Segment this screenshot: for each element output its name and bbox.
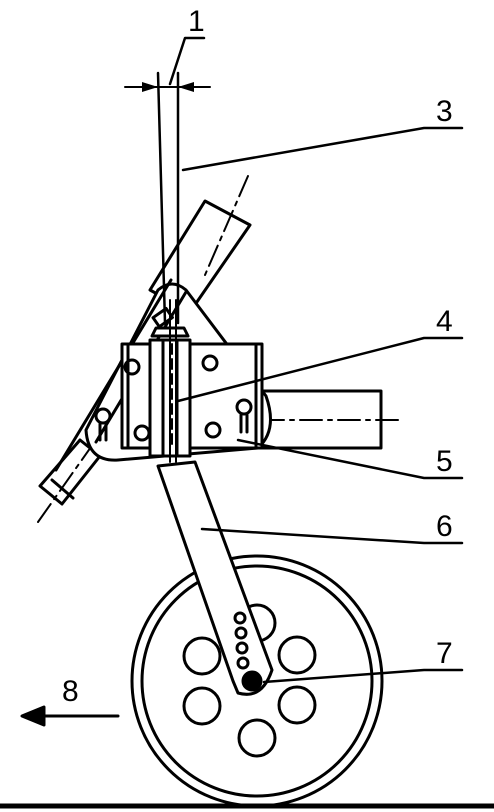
label-7: 7 <box>436 637 453 670</box>
horizontal-beam <box>260 389 399 450</box>
leader-7 <box>262 668 464 684</box>
leader-1 <box>168 36 206 86</box>
leader-3 <box>181 126 464 172</box>
travel-direction-arrow <box>20 705 120 727</box>
dimension-1 <box>124 82 211 92</box>
label-3: 3 <box>436 95 453 128</box>
label-1: 1 <box>188 5 205 38</box>
label-8: 8 <box>62 675 79 708</box>
wheel <box>130 554 384 808</box>
reference-lines <box>156 71 180 325</box>
leader-5 <box>236 438 464 480</box>
label-6: 6 <box>436 510 453 543</box>
leader-6 <box>200 527 464 545</box>
leader-4 <box>176 336 464 403</box>
wheel-support-bar <box>156 460 274 696</box>
label-4: 4 <box>436 305 453 338</box>
leader-lines <box>168 36 464 684</box>
label-5: 5 <box>436 445 453 478</box>
vertical-shaft <box>169 299 177 463</box>
